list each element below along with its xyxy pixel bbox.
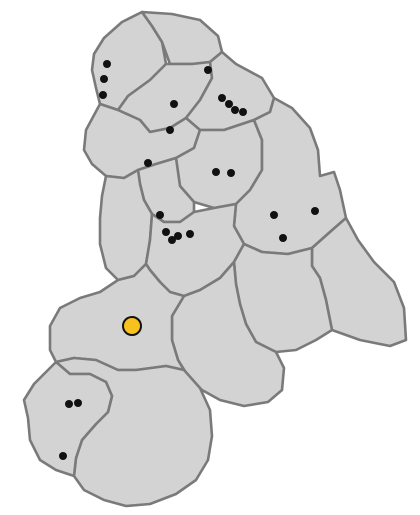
- map-point[interactable]: [231, 106, 239, 114]
- map-point[interactable]: [100, 75, 108, 83]
- map-point[interactable]: [156, 211, 164, 219]
- map-point[interactable]: [170, 100, 178, 108]
- map-point[interactable]: [174, 232, 182, 240]
- map-point[interactable]: [166, 126, 174, 134]
- map-point[interactable]: [59, 452, 67, 460]
- map-point[interactable]: [270, 211, 278, 219]
- map-point[interactable]: [218, 94, 226, 102]
- map-point[interactable]: [65, 400, 73, 408]
- map-point[interactable]: [239, 108, 247, 116]
- map-regions: [24, 12, 406, 506]
- highlighted-map-point[interactable]: [123, 317, 141, 335]
- map-point[interactable]: [227, 169, 235, 177]
- map-point[interactable]: [74, 399, 82, 407]
- map-point[interactable]: [225, 100, 233, 108]
- map-point[interactable]: [144, 159, 152, 167]
- map-point[interactable]: [212, 168, 220, 176]
- map-point[interactable]: [103, 60, 111, 68]
- map-point[interactable]: [99, 91, 107, 99]
- map-point[interactable]: [279, 234, 287, 242]
- map-point[interactable]: [204, 66, 212, 74]
- map-point[interactable]: [311, 207, 319, 215]
- map-point[interactable]: [186, 230, 194, 238]
- map-point[interactable]: [162, 228, 170, 236]
